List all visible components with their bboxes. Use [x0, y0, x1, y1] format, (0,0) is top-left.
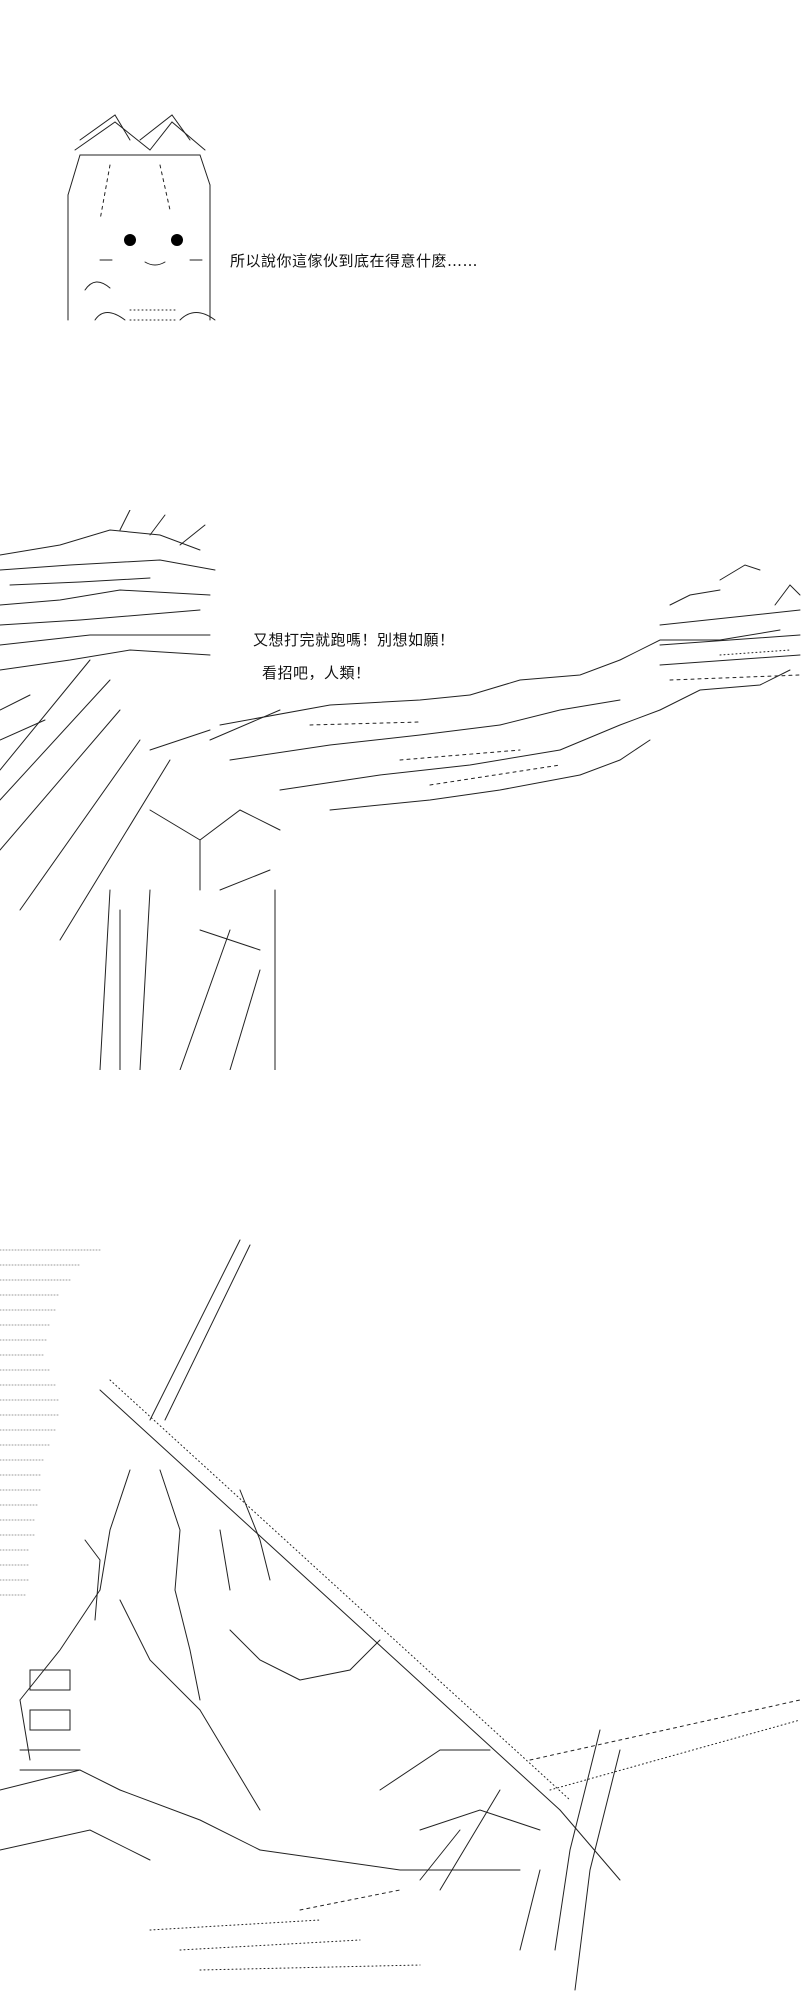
panel-3: [0, 1230, 806, 2000]
left-eye: [124, 234, 136, 246]
dialogue-line: 看招吧，人類！: [262, 664, 371, 682]
panel-1: 所以說你這傢伙到底在得意什麽……: [0, 110, 806, 350]
action-scene-art: [0, 1239, 801, 1991]
right-eye: [171, 234, 183, 246]
panel-2: 又想打完就跑嗎！別想如願！ 看招吧，人類！: [0, 510, 806, 1070]
dialogue-line: 又想打完就跑嗎！別想如願！: [253, 631, 455, 649]
arm-attack-art: [0, 510, 801, 1070]
dialogue-line: 所以說你這傢伙到底在得意什麽……: [230, 252, 479, 270]
cat-eared-character-art: [67, 114, 216, 321]
